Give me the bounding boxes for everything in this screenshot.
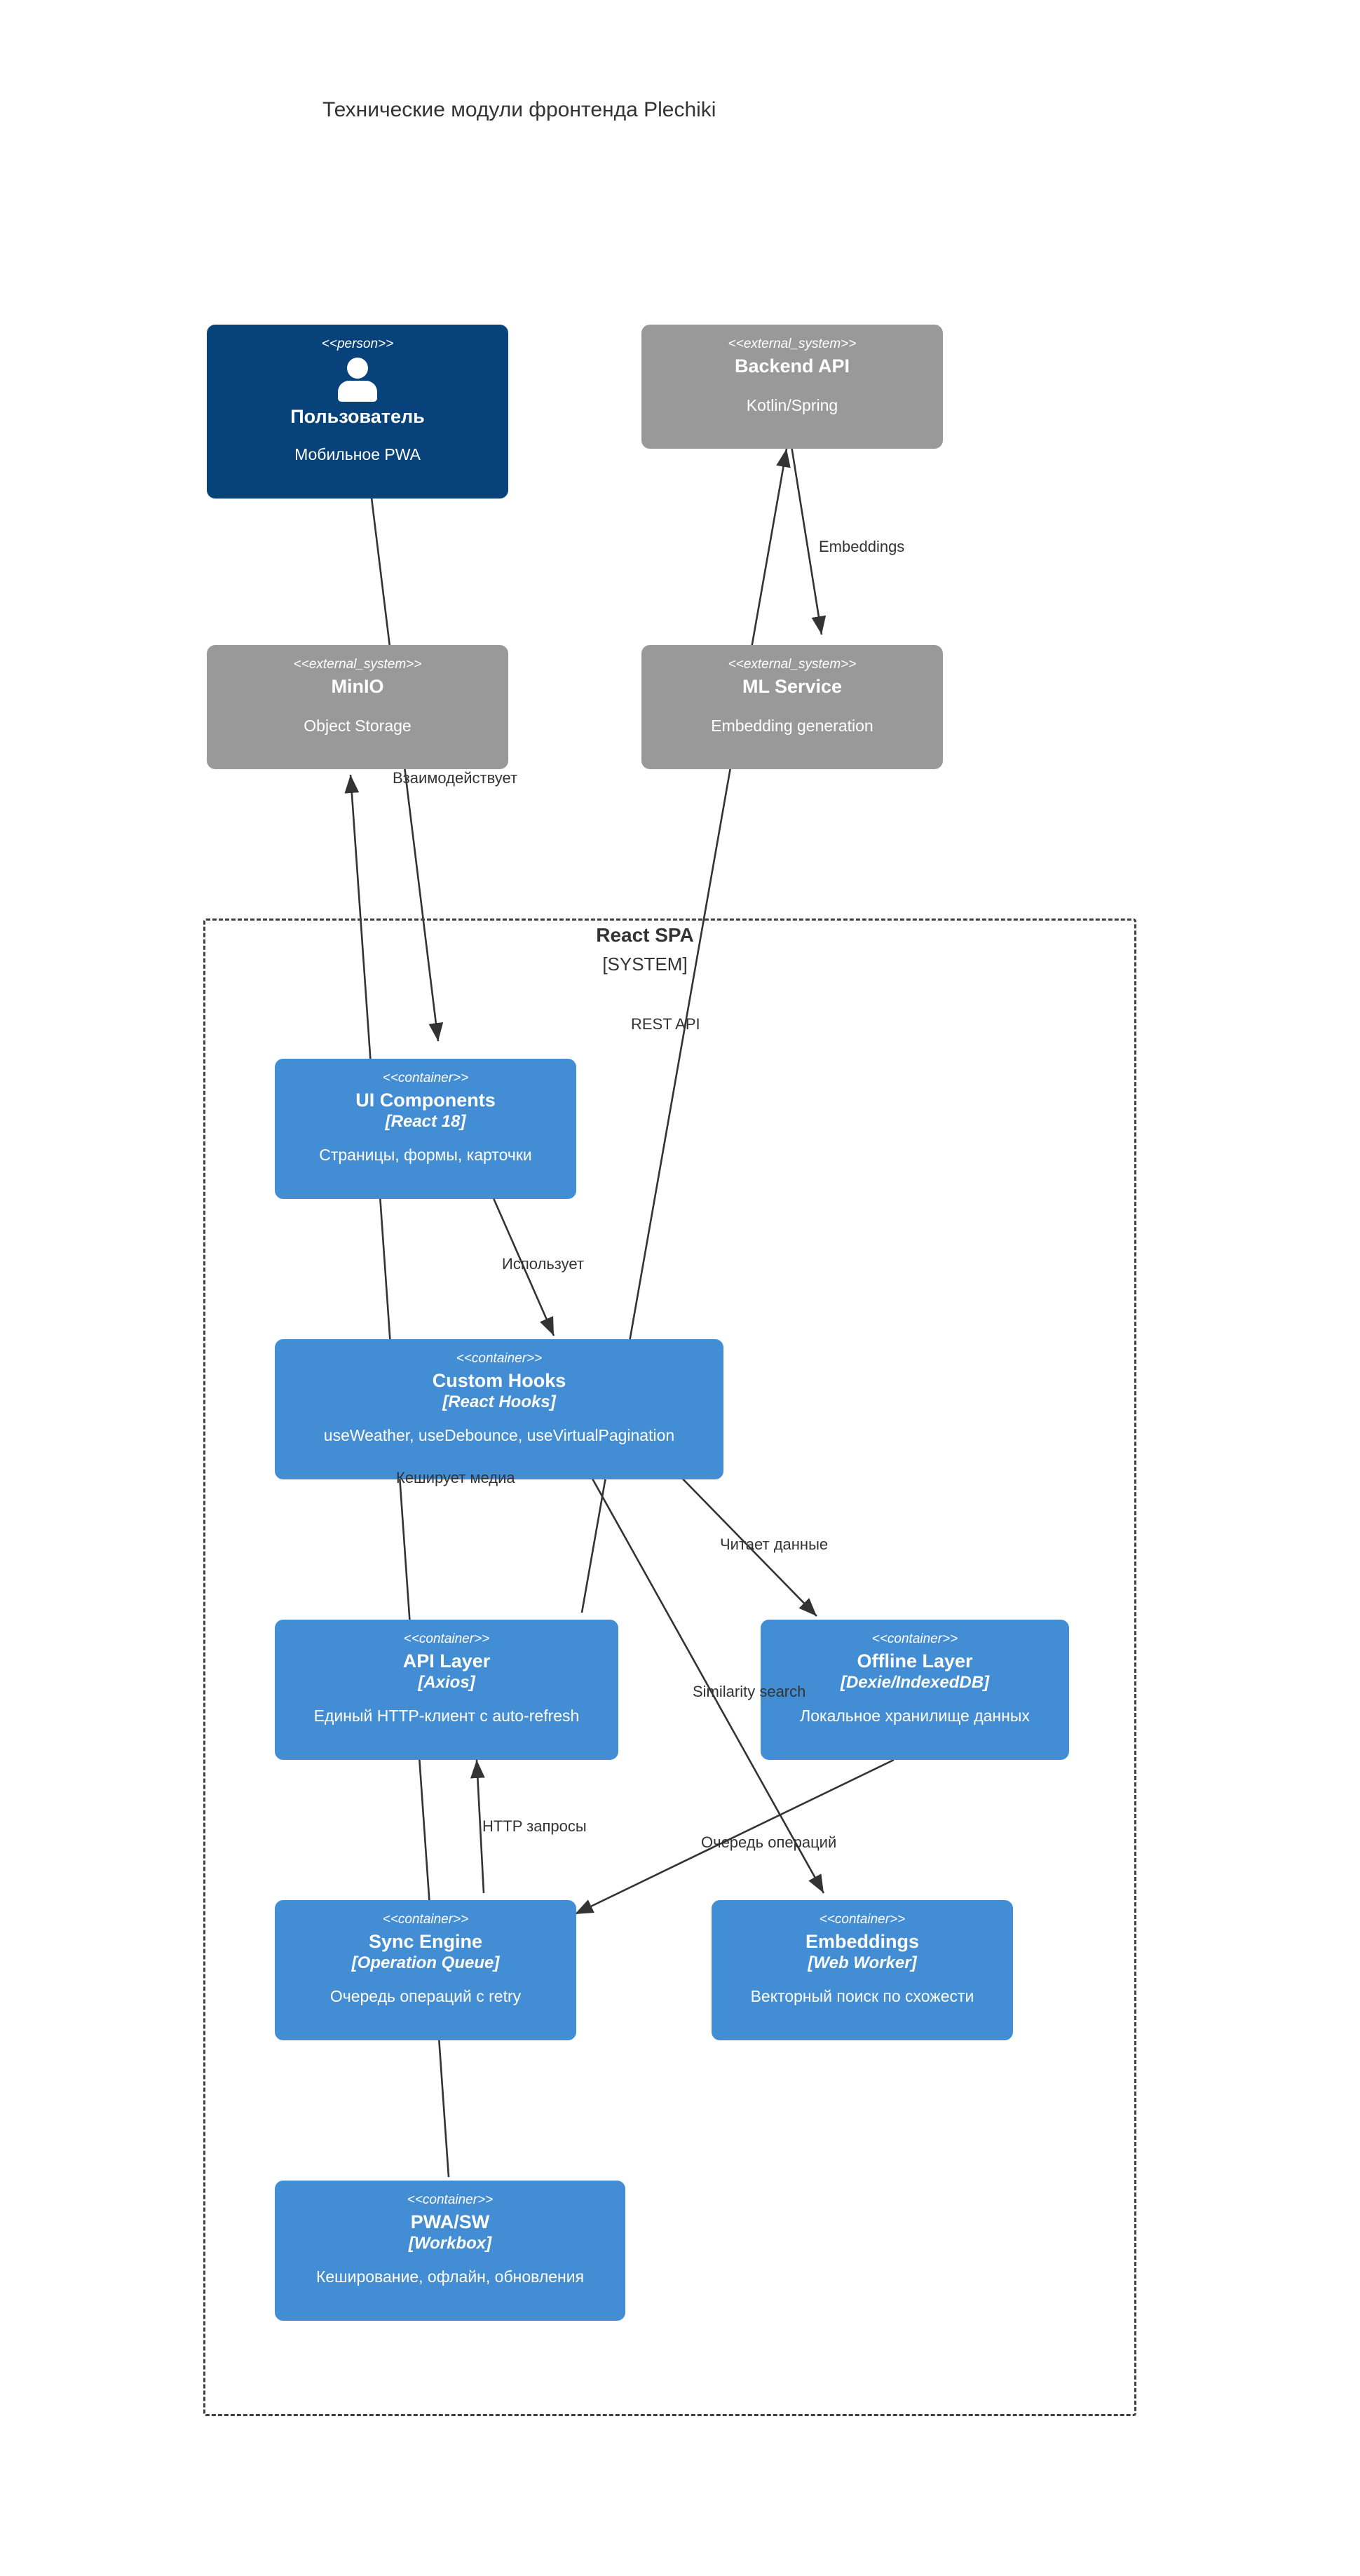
- node-minio[interactable]: <<external_system>> MinIO Object Storage: [207, 645, 508, 769]
- node-description: Очередь операций с retry: [329, 1987, 522, 2006]
- node-stereotype: <<container>>: [407, 2192, 494, 2207]
- node-title: Sync Engine: [368, 1931, 483, 1952]
- edge-label-interacts: Взаимодействует: [393, 769, 518, 787]
- node-stereotype: <<container>>: [382, 1071, 469, 1085]
- node-stereotype: <<container>>: [871, 1632, 958, 1646]
- node-title: ML Service: [742, 676, 843, 697]
- boundary-subtitle: [SYSTEM]: [602, 954, 688, 975]
- node-description: Object Storage: [304, 716, 412, 735]
- node-title: Embeddings: [805, 1931, 919, 1952]
- node-ml-service[interactable]: <<external_system>> ML Service Embedding…: [641, 645, 943, 769]
- node-offline-layer[interactable]: <<container>> Offline Layer [Dexie/Index…: [761, 1620, 1069, 1760]
- node-api-layer[interactable]: <<container>> API Layer [Axios] Единый H…: [275, 1620, 618, 1760]
- node-title: MinIO: [331, 676, 384, 697]
- node-technology: [Workbox]: [408, 2233, 492, 2253]
- node-title: API Layer: [402, 1650, 491, 1672]
- edge-label-operation-queue: Очередь операций: [701, 1833, 837, 1851]
- edge-label-uses: Использует: [502, 1255, 584, 1273]
- node-title: UI Components: [355, 1090, 496, 1111]
- node-technology: [React Hooks]: [442, 1392, 556, 1411]
- node-description: Единый HTTP-клиент с auto-refresh: [313, 1707, 580, 1726]
- edge-label-rest-api: REST API: [631, 1015, 700, 1033]
- edge-label-embeddings: Embeddings: [819, 538, 905, 555]
- node-stereotype: <<container>>: [403, 1632, 490, 1646]
- edge-label-reads-data: Читает данные: [720, 1536, 829, 1553]
- node-description: useWeather, useDebounce, useVirtualPagin…: [323, 1426, 675, 1445]
- node-description: Векторный поиск по схожести: [750, 1987, 974, 2006]
- node-stereotype: <<external_system>>: [293, 657, 422, 672]
- node-sync-engine[interactable]: <<container>> Sync Engine [Operation Que…: [275, 1900, 576, 2040]
- page-title: Технические модули фронтенда Plechiki: [322, 98, 716, 121]
- node-technology: [Web Worker]: [808, 1953, 917, 1972]
- node-technology: [Axios]: [418, 1672, 475, 1692]
- node-user[interactable]: <<person>> Пользователь Мобильное PWA: [207, 325, 508, 499]
- node-stereotype: <<container>>: [382, 1912, 469, 1927]
- system-boundary-react-spa: [203, 918, 1136, 2416]
- node-description: Страницы, формы, карточки: [319, 1146, 532, 1165]
- node-technology: [React 18]: [385, 1111, 466, 1131]
- node-description: Kotlin/Spring: [746, 395, 838, 414]
- edge-label-similarity-search: Similarity search: [693, 1683, 806, 1700]
- node-technology: [Dexie/IndexedDB]: [840, 1672, 990, 1692]
- node-backend-api[interactable]: <<external_system>> Backend API Kotlin/S…: [641, 325, 943, 449]
- node-description: Embedding generation: [711, 716, 873, 735]
- node-title: PWA/SW: [410, 2211, 490, 2232]
- edge-label-http-requests: HTTP запросы: [482, 1817, 587, 1835]
- node-stereotype: <<container>>: [456, 1351, 543, 1366]
- node-description: Мобильное PWA: [294, 445, 421, 463]
- node-embeddings[interactable]: <<container>> Embeddings [Web Worker] Ве…: [712, 1900, 1013, 2040]
- node-stereotype: <<container>>: [819, 1912, 906, 1927]
- node-stereotype: <<external_system>>: [728, 337, 857, 351]
- node-description: Локальное хранилище данных: [800, 1707, 1030, 1726]
- node-stereotype: <<person>>: [321, 337, 394, 351]
- node-custom-hooks[interactable]: <<container>> Custom Hooks [React Hooks]…: [275, 1339, 723, 1479]
- node-technology: [Operation Queue]: [351, 1953, 500, 1972]
- node-ui-components[interactable]: <<container>> UI Components [React 18] С…: [275, 1059, 576, 1199]
- node-pwa-sw[interactable]: <<container>> PWA/SW [Workbox] Кеширован…: [275, 2181, 625, 2321]
- person-icon: [335, 358, 380, 402]
- node-title: Offline Layer: [857, 1650, 973, 1672]
- node-description: Кеширование, офлайн, обновления: [315, 2267, 585, 2286]
- edge-label-caches-media: Кеширует медиа: [396, 1469, 515, 1486]
- edge-backend-to-ml-service: [789, 441, 827, 635]
- node-title: Backend API: [734, 355, 850, 377]
- node-title: Custom Hooks: [432, 1370, 566, 1391]
- node-stereotype: <<external_system>>: [728, 657, 857, 672]
- boundary-title: React SPA: [596, 924, 694, 946]
- node-title: Пользователь: [290, 406, 425, 427]
